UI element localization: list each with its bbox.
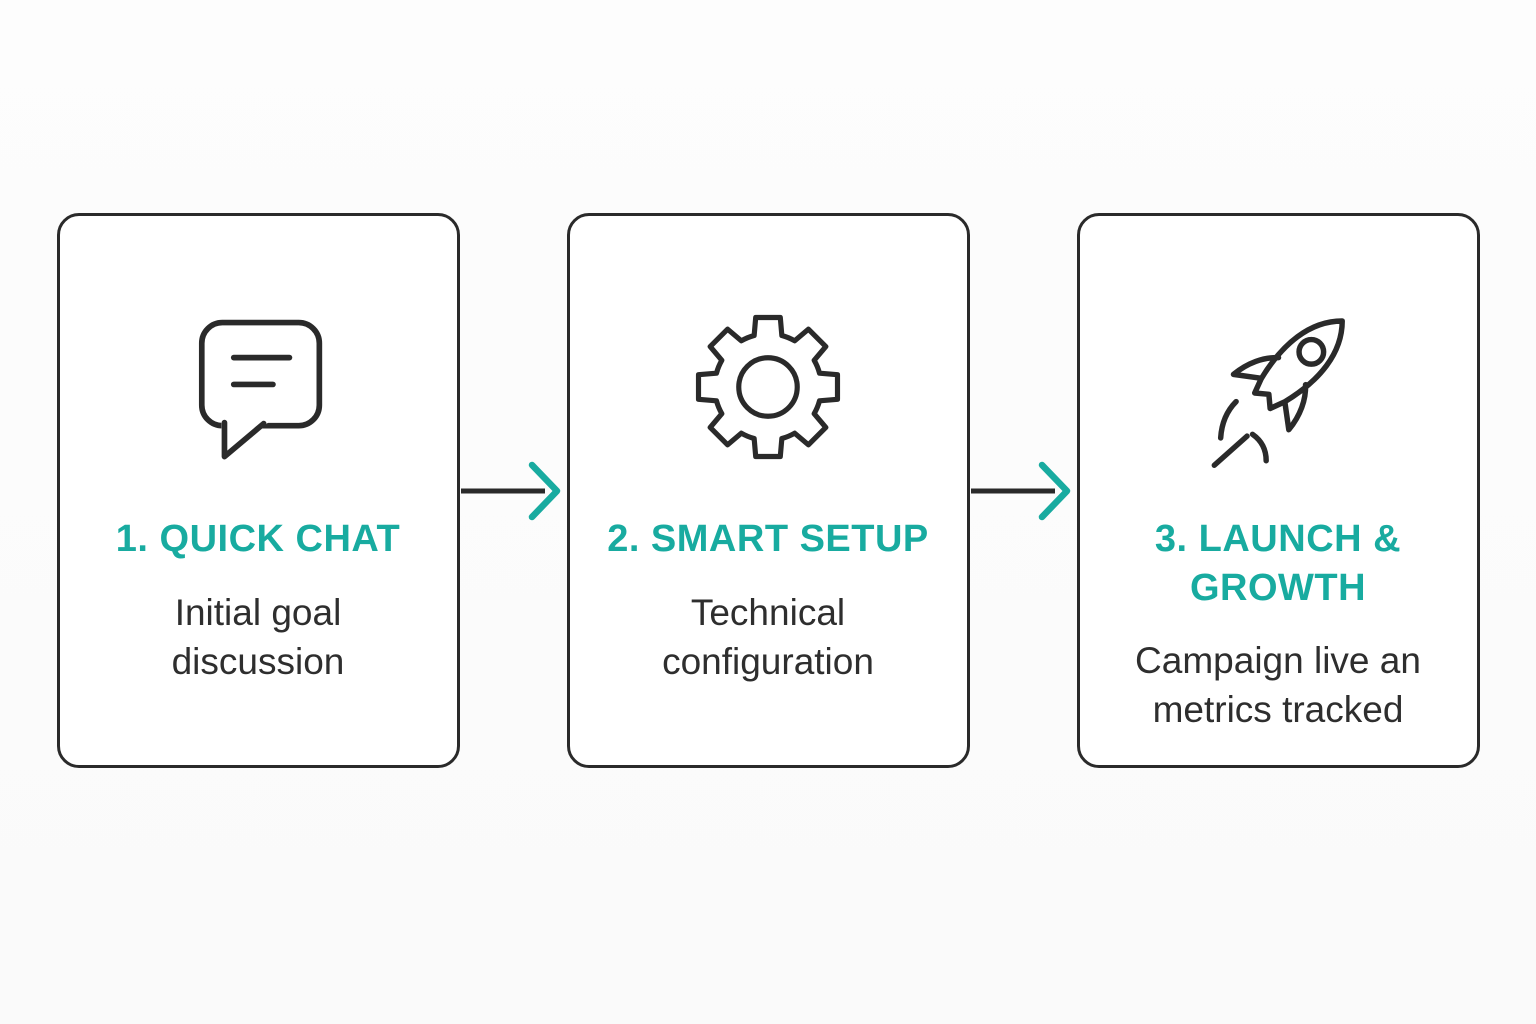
step-card-quick-chat: 1. QUICK CHAT Initial goal discussion <box>56 213 460 768</box>
step-3-icon-box <box>1108 284 1449 489</box>
arrow-right-icon <box>970 461 1070 520</box>
step-2-title: 2. SMART SETUP <box>607 518 929 560</box>
steps-row: 1. QUICK CHAT Initial goal discussion 2.… <box>56 213 1480 768</box>
step-1-title: 1. QUICK CHAT <box>115 518 401 560</box>
step-1-description: Initial goal discussion <box>171 591 345 682</box>
step-2-description: Technical configuration <box>662 591 874 682</box>
step-card-launch-growth: 3. LAUNCH & GROWTH Campaign live an metr… <box>1076 213 1480 768</box>
arrow-2 <box>970 213 1077 768</box>
step-3-description: Campaign live an metrics tracked <box>1135 640 1421 731</box>
arrow-chevron-icon <box>528 461 560 520</box>
arrow-right-icon <box>460 461 560 520</box>
gear-icon <box>695 314 841 459</box>
step-card-smart-setup: 2. SMART SETUP Technical configuration <box>566 213 970 768</box>
chat-bubble-icon <box>198 319 322 460</box>
step-3-title: 3. LAUNCH & GROWTH <box>1154 518 1402 609</box>
step-2-icon-box <box>598 284 939 489</box>
step-1-icon-box <box>88 284 429 489</box>
arrow-1 <box>460 213 567 768</box>
arrow-chevron-icon <box>1038 461 1070 520</box>
rocket-icon <box>1211 317 1345 468</box>
